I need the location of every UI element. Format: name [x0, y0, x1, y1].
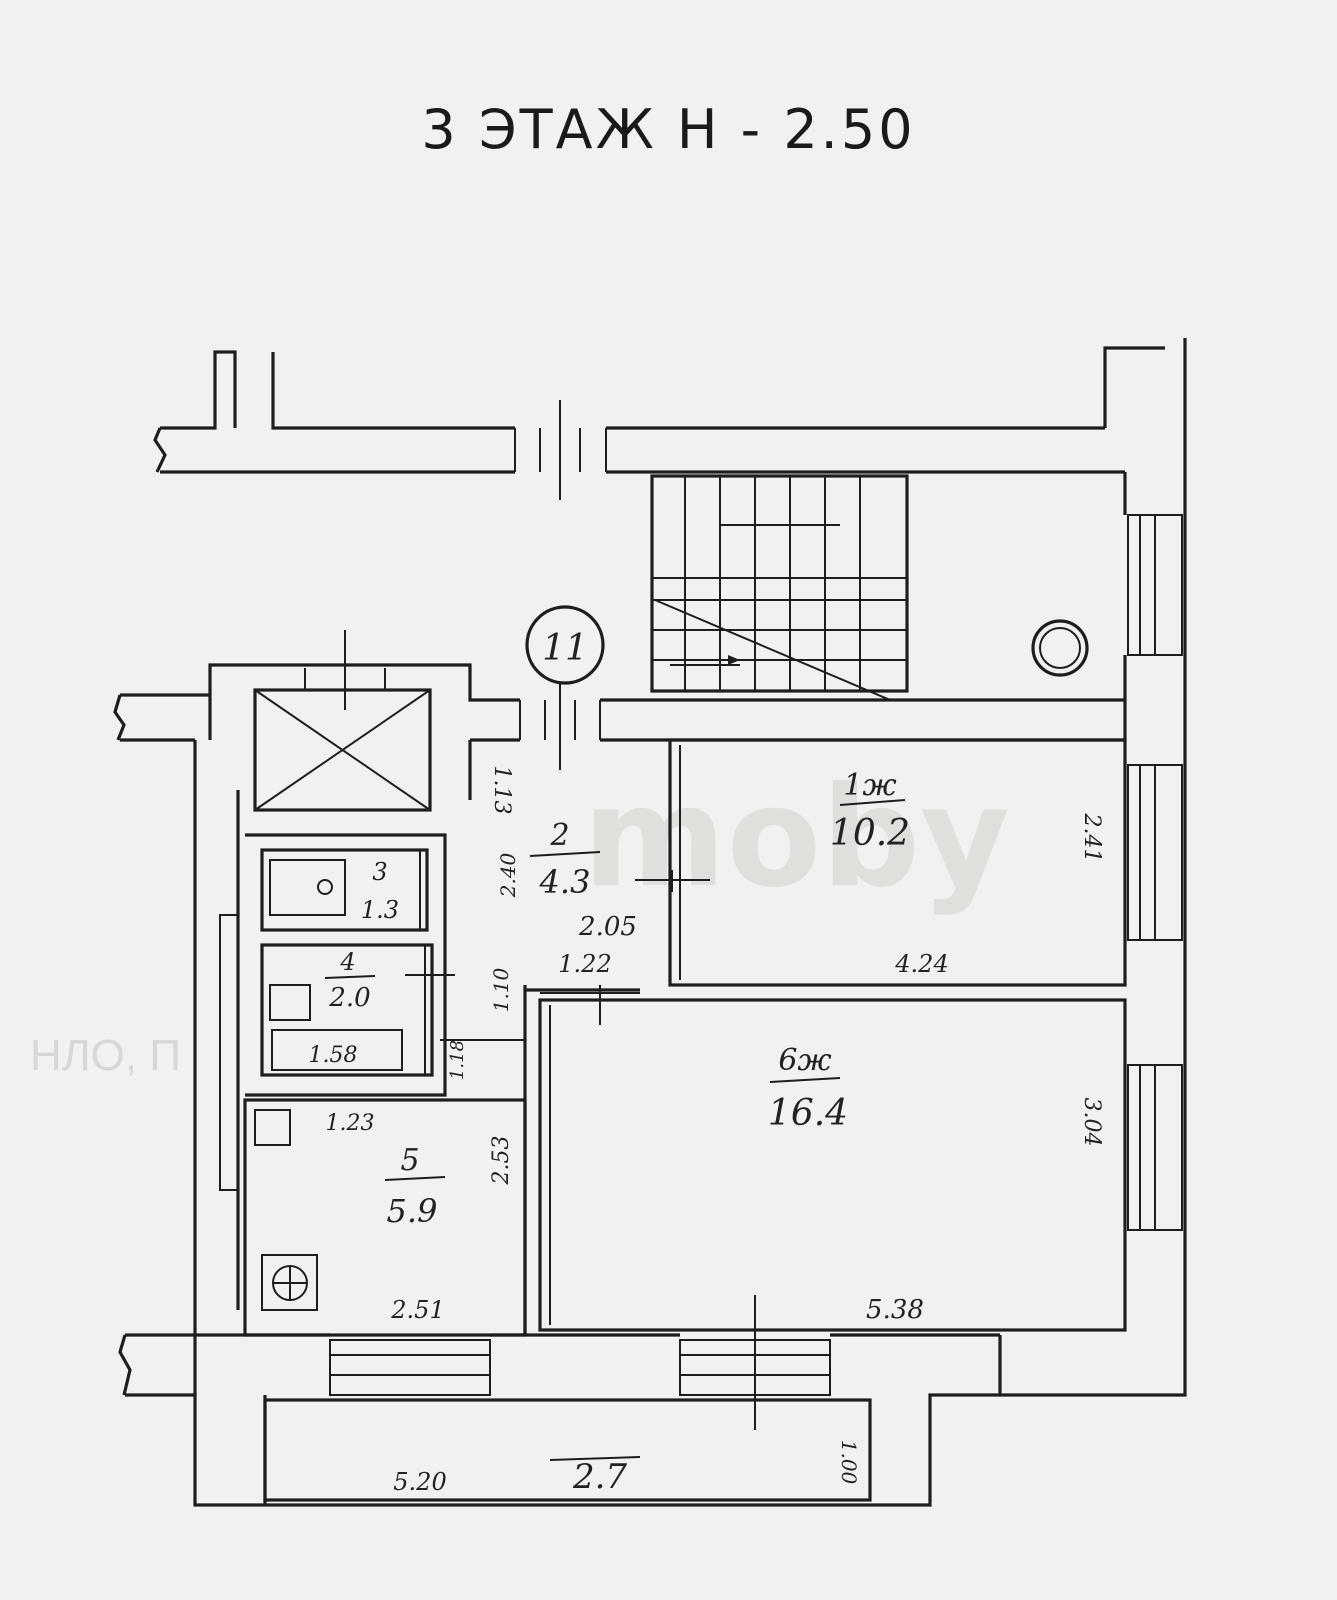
svg-text:11: 11	[542, 628, 588, 669]
svg-text:1.3: 1.3	[361, 896, 399, 924]
service-block	[245, 833, 447, 1097]
top-wall	[153, 350, 1125, 500]
svg-text:4.3: 4.3	[539, 863, 591, 901]
svg-text:16.4: 16.4	[768, 1093, 848, 1134]
svg-text:4.24: 4.24	[894, 950, 948, 978]
svg-text:1.18: 1.18	[447, 1040, 468, 1080]
svg-text:5.9: 5.9	[387, 1192, 438, 1230]
svg-text:2.51: 2.51	[390, 1296, 444, 1324]
svg-text:1.00: 1.00	[837, 1440, 861, 1485]
svg-text:1.10: 1.10	[489, 967, 513, 1012]
room-label-7: 2.7	[549, 1456, 641, 1497]
svg-text:2.7: 2.7	[572, 1457, 627, 1497]
room-label-4: 4 2.0	[324, 948, 376, 1013]
stair-marker: 11	[525, 605, 605, 770]
staircase	[650, 474, 909, 701]
svg-text:5: 5	[400, 1143, 419, 1178]
svg-text:2.0: 2.0	[328, 983, 370, 1013]
room-label-6: 6ж 16.4	[768, 1043, 848, 1134]
riser-circle	[1031, 619, 1089, 677]
svg-text:2.40: 2.40	[496, 852, 520, 898]
svg-text:1ж: 1ж	[843, 768, 896, 803]
ghost-text: НЛО, П	[30, 1031, 181, 1080]
room-label-1: 1ж 10.2	[830, 768, 910, 854]
apartment-walls	[113, 630, 1125, 1395]
room-label-3: 3 1.3	[361, 858, 399, 924]
svg-text:1.13: 1.13	[489, 766, 514, 815]
svg-text:2.41: 2.41	[1079, 813, 1104, 863]
svg-text:2.05: 2.05	[578, 912, 637, 942]
svg-text:2: 2	[549, 818, 569, 853]
bottom-wall	[118, 1295, 1002, 1507]
svg-text:3.04: 3.04	[1079, 1098, 1104, 1147]
right-wall	[1000, 338, 1187, 1397]
room-label-5: 5 5.9	[384, 1143, 446, 1230]
room-4	[260, 943, 455, 1077]
svg-text:1.23: 1.23	[326, 1111, 375, 1136]
plan-title: 3 ЭТАЖ Н - 2.50	[421, 98, 916, 161]
svg-text:3: 3	[372, 858, 387, 886]
svg-text:5.38: 5.38	[866, 1295, 924, 1325]
room-6	[538, 985, 1127, 1332]
room-label-2: 2 4.3	[529, 818, 601, 901]
room-3	[260, 848, 429, 932]
watermark-text: moby	[583, 757, 1010, 918]
svg-text:4: 4	[339, 948, 355, 976]
svg-text:2.53: 2.53	[489, 1136, 514, 1186]
svg-text:1.58: 1.58	[309, 1043, 358, 1068]
room-1	[635, 738, 1127, 987]
svg-text:6ж: 6ж	[778, 1043, 831, 1078]
dimension-labels: 1.13 2.05 1.22 4.24 2.41 3.04 5.38 2.51 …	[309, 766, 1104, 1496]
room-5	[243, 1098, 527, 1337]
svg-text:1.22: 1.22	[558, 950, 611, 978]
svg-text:10.2: 10.2	[830, 813, 910, 854]
svg-text:5.20: 5.20	[393, 1468, 446, 1496]
